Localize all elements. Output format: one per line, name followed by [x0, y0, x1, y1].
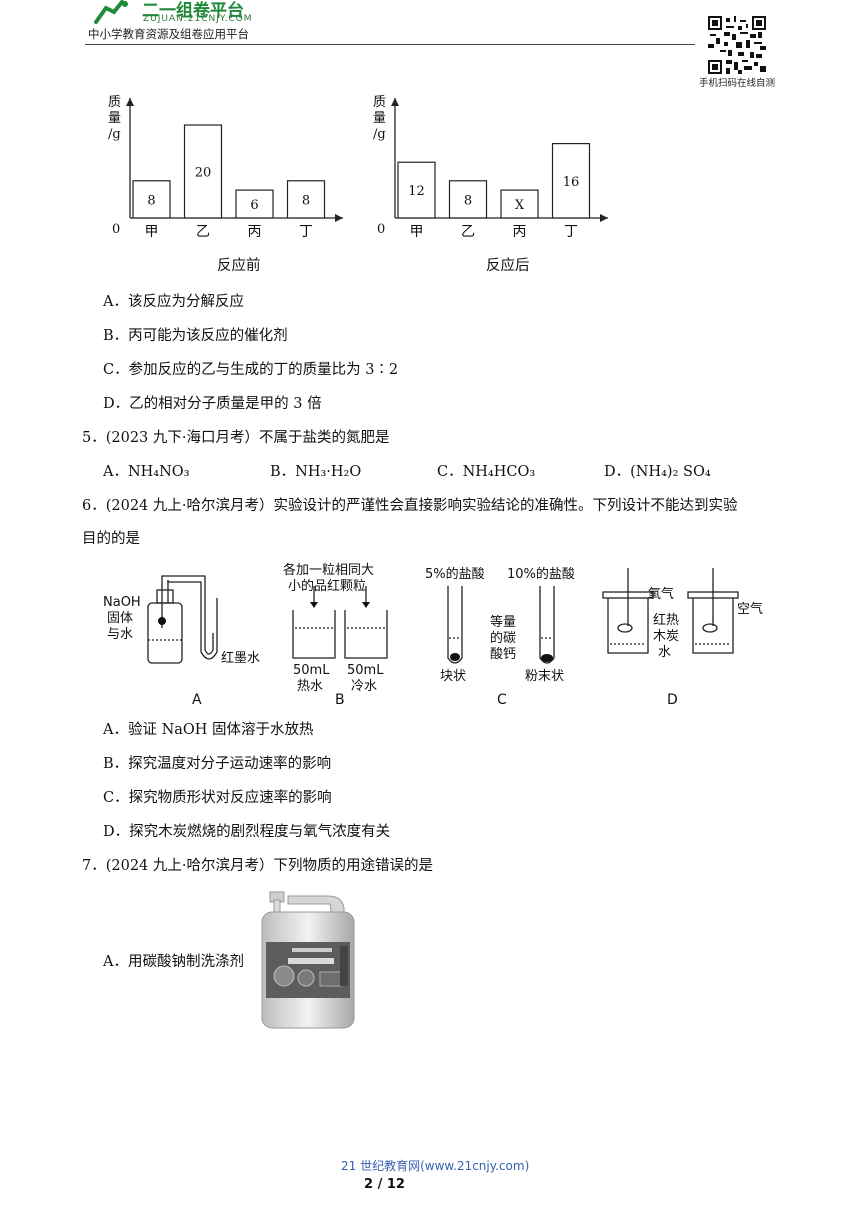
fig-d-mid2: 木炭: [653, 629, 679, 644]
fig-c-bottom-right: 粉末状: [525, 669, 564, 684]
fig-a-label-naoh: NaOH: [103, 595, 141, 610]
fig-c-bottom-left: 块状: [440, 669, 466, 684]
y-axis-label: 质: [373, 95, 386, 110]
q4-option-d[interactable]: D．乙的相对分子质量是甲的 3 倍: [103, 396, 322, 412]
bar-甲: [397, 161, 436, 219]
category-label: 甲: [410, 224, 424, 240]
header-rule: [85, 44, 695, 45]
q5-stem: 5．(2023 九下·海口月考）不属于盐类的氮肥是: [82, 430, 390, 446]
bar-value-label: 20: [195, 166, 212, 181]
x-axis-arrow: [335, 214, 343, 222]
bar-value-label: 8: [147, 193, 155, 208]
category-label: 甲: [145, 224, 159, 240]
q6-option-d[interactable]: D．探究木炭燃烧的剧烈程度与氧气浓度有关: [103, 824, 391, 840]
q7-option-a[interactable]: A．用碳酸钠制洗涤剂: [103, 954, 244, 970]
y-axis-label: 质: [108, 95, 121, 110]
bar-value-label: X: [515, 198, 525, 213]
q6-option-c[interactable]: C．探究物质形状对反应速率的影响: [103, 790, 332, 806]
fig-b-top2: 小的品红颗粒: [288, 578, 366, 594]
detergent-bottle-image: [261, 891, 355, 1029]
bar-丙: [235, 189, 274, 219]
origin-label: 0: [377, 222, 385, 237]
category-label: 乙: [461, 224, 475, 240]
fig-letter-a: A: [192, 692, 202, 708]
bar-丙: [500, 189, 539, 219]
chart-caption-after: 反应后: [486, 258, 530, 274]
q4-option-c[interactable]: C．参加反应的乙与生成的丁的质量比为 3∶2: [103, 362, 399, 378]
fig-a-label-ink: 红墨水: [221, 650, 260, 666]
category-label: 丁: [299, 224, 313, 240]
fig-letter-d: D: [667, 692, 678, 708]
header: 二一组卷平台 ZUJUAN.21CNJY.COM 中小学教育资源及组卷应用平台 …: [0, 0, 860, 90]
logo-subtitle: ZUJUAN.21CNJY.COM: [143, 14, 253, 24]
fig-d-mid1: 红热: [653, 612, 679, 628]
category-label: 乙: [196, 224, 210, 240]
fig-b-left1: 50mL: [293, 663, 330, 678]
bar-value-label: 8: [464, 193, 472, 208]
category-label: 丙: [513, 224, 527, 240]
fig-a-label-solid: 固体: [107, 611, 133, 626]
header-tagline: 中小学教育资源及组卷应用平台: [88, 27, 249, 41]
footer-site[interactable]: 21 世纪教育网(www.21cnjy.com): [341, 1159, 530, 1173]
fig-b-top1: 各加一粒相同大: [283, 562, 374, 578]
logo-text: 二一组卷平台: [142, 1, 244, 21]
fig-c-mid1: 等量: [490, 614, 516, 630]
q6-stem-line2: 目的的是: [82, 531, 140, 547]
bar-甲: [132, 180, 171, 219]
bar-value-label: 12: [408, 184, 425, 199]
fig-letter-c: C: [497, 692, 507, 708]
bar-chart-before: 质量/g 0 8 甲 20 乙 6 丙 8 丁: [108, 95, 343, 240]
q6-stem-line1: 6．(2024 九上·哈尔滨月考）实验设计的严谨性会直接影响实验结论的准确性。下…: [82, 498, 738, 514]
fig-b-left2: 热水: [297, 679, 323, 694]
q5-option-c[interactable]: C．NH₄HCO₃: [437, 464, 536, 480]
qr-caption: 手机扫码在线自测: [699, 78, 776, 89]
origin-label: 0: [112, 222, 120, 237]
q5-option-d[interactable]: D．(NH₄)₂ SO₄: [604, 464, 711, 480]
bar-丁: [551, 142, 591, 219]
page-number: 2 / 12: [364, 1177, 405, 1192]
fig-c-mid2: 的碳: [490, 630, 516, 646]
bar-乙: [448, 180, 488, 219]
fig-d-oxygen: 氧气: [648, 586, 674, 602]
x-axis-arrow: [600, 214, 608, 222]
y-axis-arrow: [391, 98, 399, 106]
category-label: 丙: [248, 224, 262, 240]
y-axis-label: 量: [108, 111, 121, 126]
fig-c-top-right: 10%的盐酸: [507, 566, 575, 582]
q7-stem: 7．(2024 九上·哈尔滨月考）下列物质的用途错误的是: [82, 858, 434, 874]
y-axis-label: /g: [373, 127, 386, 142]
fig-d-air: 空气: [737, 601, 763, 617]
bar-chart-after: 质量/g 0 12 甲 8 乙 X丙 16 丁: [373, 95, 608, 240]
category-label: 丁: [564, 224, 578, 240]
q6-option-b[interactable]: B．探究温度对分子运动速率的影响: [103, 756, 332, 772]
fig-c-top-left: 5%的盐酸: [425, 566, 485, 582]
q6-option-a[interactable]: A．验证 NaOH 固体溶于水放热: [103, 722, 314, 738]
fig-letter-b: B: [335, 692, 345, 708]
bar-value-label: 16: [563, 175, 580, 190]
q4-option-a[interactable]: A．该反应为分解反应: [103, 294, 244, 310]
fig-b-right2: 冷水: [351, 679, 377, 694]
bar-value-label: 8: [302, 193, 310, 208]
q5-option-a[interactable]: A．NH₄NO₃: [103, 464, 190, 480]
bar-value-label: 6: [250, 198, 258, 213]
y-axis-label: /g: [108, 127, 121, 142]
logo-runner-icon: [94, 0, 128, 24]
fig-c-mid3: 酸钙: [490, 647, 516, 662]
q4-option-b[interactable]: B．丙可能为该反应的催化剂: [103, 328, 288, 344]
q5-option-b[interactable]: B．NH₃·H₂O: [270, 464, 362, 480]
y-axis-arrow: [126, 98, 134, 106]
fig-b-right1: 50mL: [347, 663, 384, 678]
bar-乙: [183, 124, 223, 219]
fig-d-water: 水: [658, 645, 671, 660]
bar-丁: [286, 180, 326, 219]
q6-experiment-figure: NaOH 固体 与水 红墨水 各加一粒相同大 小的品红颗粒 50mL 热水 50…: [103, 562, 763, 708]
chart-caption-before: 反应前: [217, 258, 261, 274]
qr-code-icon[interactable]: [708, 16, 766, 74]
fig-a-label-water: 与水: [107, 627, 133, 642]
y-axis-label: 量: [373, 111, 386, 126]
